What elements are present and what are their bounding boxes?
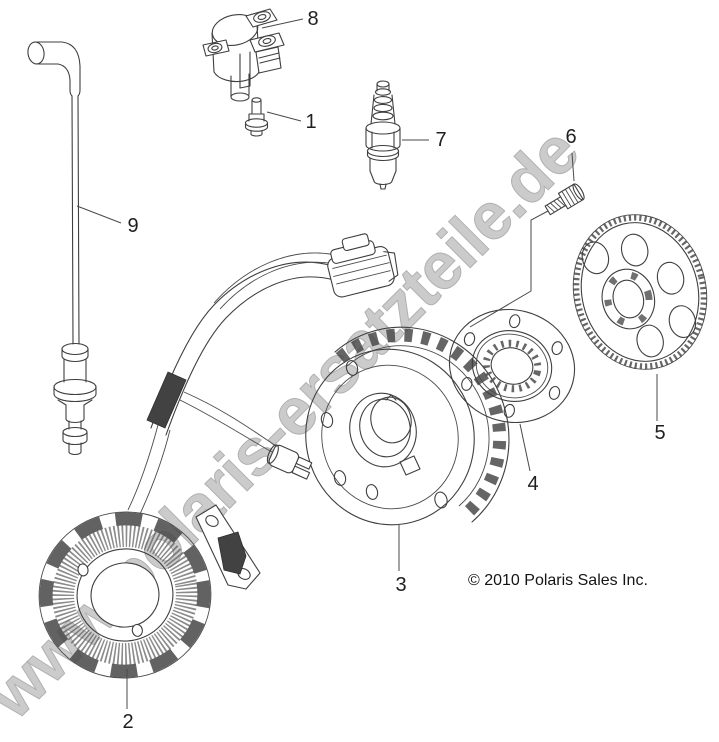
starter-gear-drawing bbox=[572, 214, 708, 370]
callout-starter-gear: 5 bbox=[654, 422, 666, 444]
callout-stator: 2 bbox=[122, 711, 134, 733]
callout-plug-wire: 9 bbox=[127, 215, 139, 237]
leader-lines bbox=[76, 18, 658, 709]
callout-bolt: 1 bbox=[305, 111, 317, 133]
callout-starter-clutch: 4 bbox=[527, 473, 539, 495]
ignition-coil-drawing bbox=[202, 8, 285, 102]
copyright-text: © 2010 Polaris Sales Inc. bbox=[468, 572, 648, 589]
starter-clutch-drawing bbox=[448, 308, 576, 424]
callout-ignition-coil: 8 bbox=[307, 8, 319, 30]
wiring-harness-drawing bbox=[127, 233, 399, 590]
callout-flywheel: 3 bbox=[395, 574, 407, 596]
harness-connector-drawing bbox=[327, 233, 399, 298]
callout-spark-plug: 7 bbox=[435, 129, 447, 151]
bolt-drawing bbox=[244, 97, 269, 137]
callout-screw: 6 bbox=[565, 126, 577, 148]
spark-plug-wire-drawing bbox=[27, 41, 97, 456]
stator-drawing bbox=[38, 511, 212, 679]
screw-drawing bbox=[544, 183, 585, 216]
spark-plug-drawing bbox=[365, 80, 401, 190]
